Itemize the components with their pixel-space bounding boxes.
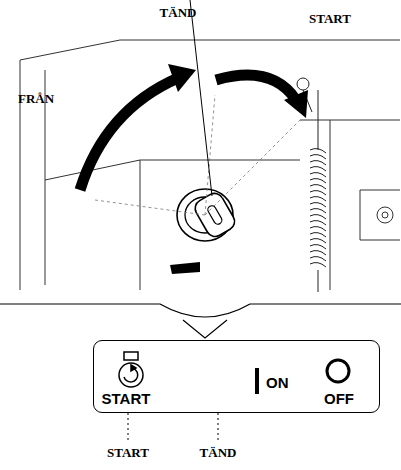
position-label: TÄND xyxy=(160,6,197,19)
position-label: START xyxy=(107,446,149,459)
machine-frame xyxy=(20,40,400,290)
switch-position-text: START xyxy=(102,391,151,406)
position-label: START xyxy=(309,12,351,25)
dotted-leaders xyxy=(128,413,218,440)
leader-line xyxy=(190,0,212,196)
inset-pointer xyxy=(183,320,227,338)
on-bar xyxy=(255,368,259,394)
off-circle xyxy=(327,360,349,382)
position-label: FRÅN xyxy=(18,92,54,105)
inset-divider xyxy=(0,304,401,317)
starter-icon xyxy=(119,352,143,387)
position-label: TÄND xyxy=(200,446,237,459)
switch-position-text: OFF xyxy=(324,391,354,406)
switch-position-text: ON xyxy=(266,375,289,390)
rotation-arrows xyxy=(80,64,308,190)
key-switch xyxy=(170,189,238,274)
switch-position-panel: START ON OFF xyxy=(93,340,380,413)
